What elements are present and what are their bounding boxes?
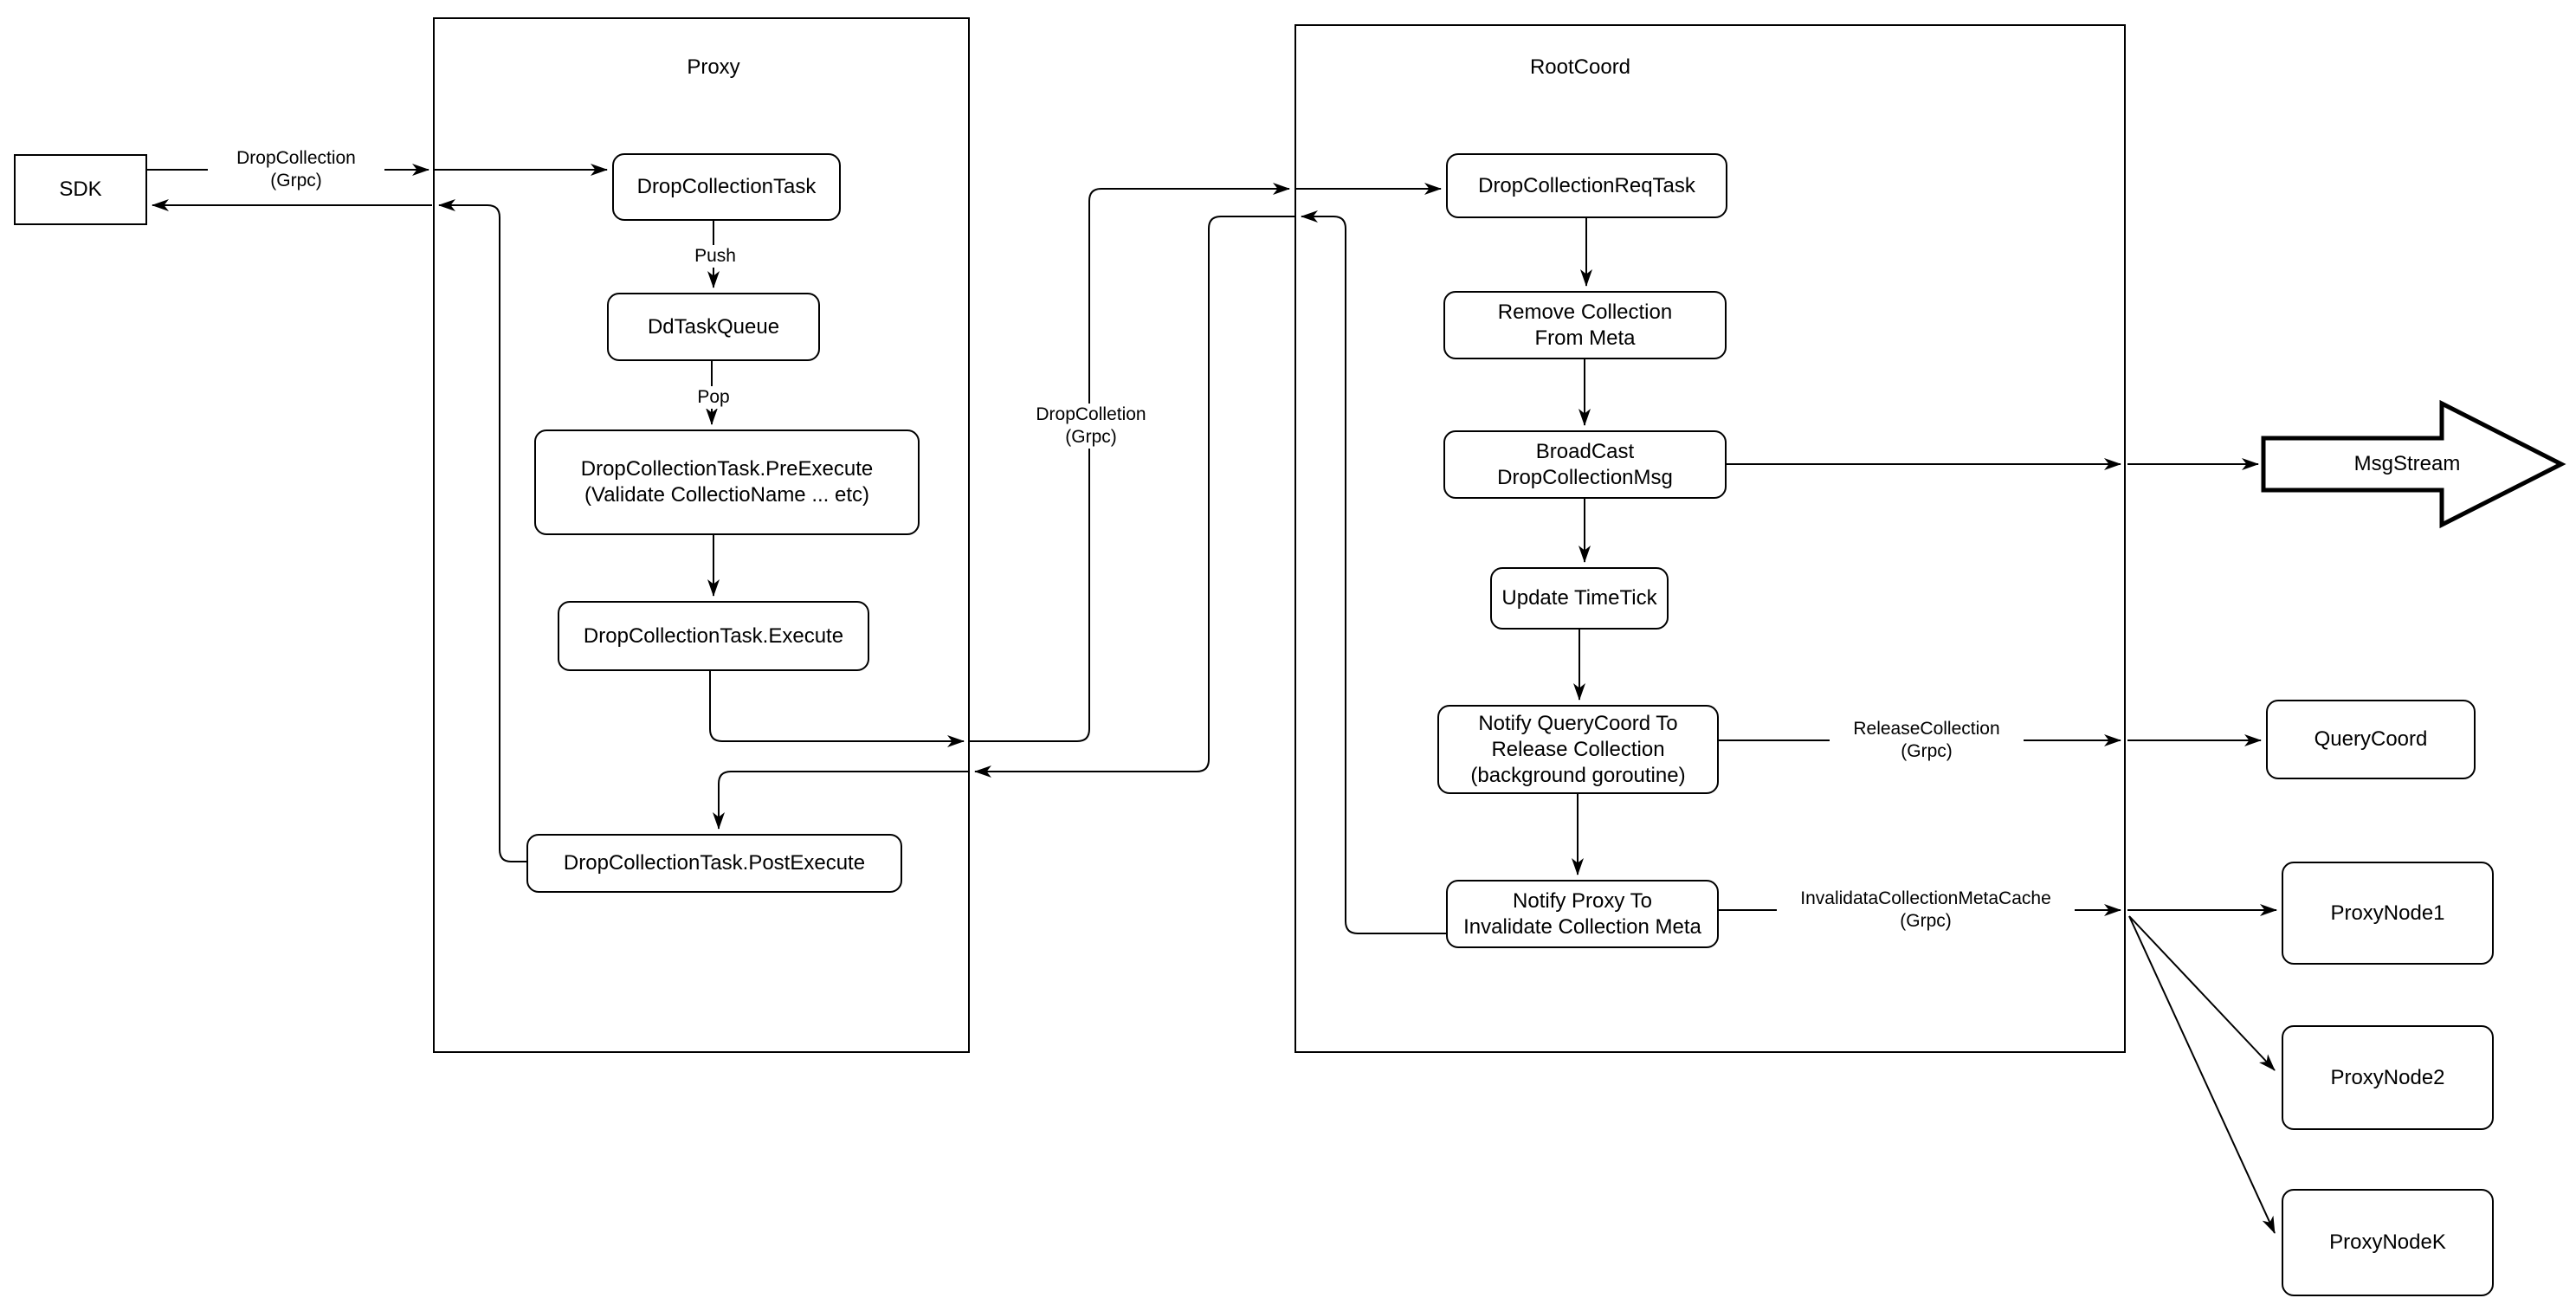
- edge-label-dropcolletion-grpc: DropColletion (Grpc): [1003, 404, 1179, 449]
- edge-proxy-border-to-postexecute: [713, 771, 968, 830]
- edge-label-push: Push: [670, 245, 760, 268]
- edge-label-pop: Pop: [668, 386, 759, 409]
- node-preexecute: DropCollectionTask.PreExecute (Validate …: [534, 429, 920, 535]
- proxy-container-title: Proxy: [687, 55, 740, 79]
- edge-label-invalidatacollectionmetacache-grpc: InvalidataCollectionMetaCache (Grpc): [1777, 888, 2075, 933]
- node-proxynode1: ProxyNode1: [2282, 862, 2494, 965]
- edge-execute-to-proxy-border: [709, 671, 965, 747]
- edge-postexecute-to-proxy-border: [438, 199, 526, 862]
- rootcoord-container-title: RootCoord: [1529, 55, 1631, 79]
- edge-label-releasecollection-grpc: ReleaseCollection (Grpc): [1830, 718, 2024, 763]
- node-proxynode2: ProxyNode2: [2282, 1025, 2494, 1130]
- edge-rootcoord-border-to-proxynode2: [2128, 915, 2276, 1071]
- node-postexecute: DropCollectionTask.PostExecute: [526, 834, 902, 893]
- node-sdk: SDK: [14, 154, 147, 225]
- edge-label-dropcollection-grpc: DropCollection (Grpc): [208, 147, 384, 192]
- node-broadcast-dropcollectionmsg: BroadCast DropCollectionMsg: [1443, 430, 1727, 499]
- node-querycoord: QueryCoord: [2266, 700, 2476, 779]
- msgstream-block-arrow: [2261, 399, 2566, 529]
- node-remove-collection-from-meta: Remove Collection From Meta: [1443, 291, 1727, 359]
- edge-rootcoord-left-border-to-proxy-border: [974, 216, 1294, 778]
- node-update-timetick: Update TimeTick: [1490, 567, 1669, 630]
- node-notify-proxy: Notify Proxy To Invalidate Collection Me…: [1446, 880, 1719, 948]
- edge-rootcoord-border-to-proxynodek: [2128, 915, 2276, 1234]
- msgstream-label: MsgStream: [2353, 452, 2461, 475]
- edge-proxy-border-to-rootcoord-border: [970, 183, 1290, 742]
- node-dropcollectiontask: DropCollectionTask: [612, 153, 841, 221]
- node-execute: DropCollectionTask.Execute: [558, 601, 869, 671]
- node-notify-querycoord: Notify QueryCoord To Release Collection …: [1437, 705, 1719, 794]
- edge-notifyproxy-to-rootcoord-left-border: [1301, 210, 1446, 934]
- node-dropcollectionreqtask: DropCollectionReqTask: [1446, 153, 1727, 218]
- node-proxynodek: ProxyNodeK: [2282, 1189, 2494, 1296]
- node-ddtaskqueue: DdTaskQueue: [607, 293, 820, 361]
